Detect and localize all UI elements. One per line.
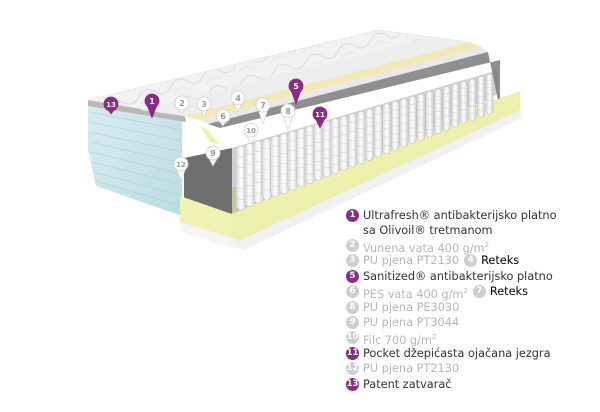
legend-number: 2: [346, 239, 359, 252]
marker-4: 4: [230, 90, 246, 113]
legend-item-12: 12 PU pjena PT2130: [346, 361, 600, 376]
legend-text: PU pjena PT2130: [363, 362, 460, 376]
legend-number: 11: [346, 346, 359, 360]
marker-circle: [243, 122, 259, 138]
legend-number: 6: [346, 285, 359, 299]
legend-text: PU pjena PE3030: [363, 300, 460, 314]
marker-12: 12: [173, 156, 189, 181]
legend-number: 10: [346, 331, 359, 345]
marker-label: 8: [285, 107, 291, 116]
marker-13: 13: [103, 96, 119, 115]
marker-circle: [288, 78, 304, 94]
marker-circle: [255, 97, 271, 113]
legend-text-line2: sa Olivoil® tretmanom: [363, 224, 493, 237]
marker-circle: [174, 95, 190, 111]
marker-circle: [230, 90, 246, 106]
legend-text: Patent zatvarač: [363, 377, 452, 391]
legend-text: Filc 700 g/m2: [363, 333, 437, 348]
legend-text: PU pjena PT3044: [363, 315, 460, 329]
legend-text: PU pjena PT2130: [363, 254, 460, 268]
legend-text: Vunena vata 400 g/m2: [363, 241, 490, 255]
marker-circle: [312, 106, 328, 122]
legend-number: 13: [346, 377, 359, 391]
marker-circle: [103, 96, 119, 112]
legend-item-5: 5 Sanitized® antibakterijsko platno: [346, 269, 600, 284]
marker-label: 3: [201, 100, 207, 109]
mattress-end-panel: [88, 103, 183, 216]
legend-text: Pocket džepićasta ojačana jezgra: [363, 346, 551, 360]
layer-dark-foam: [184, 148, 232, 214]
marker-9: 9: [205, 145, 221, 167]
legend-item-10: 10 Filc 700 g/m2: [346, 330, 600, 348]
legend-number: 5: [346, 269, 359, 283]
marker-label: 7: [260, 101, 266, 110]
legend-text: Sanitized® antibakterijsko platno: [363, 269, 553, 283]
marker-5: 5: [288, 78, 304, 105]
legend-number: 12: [346, 362, 359, 376]
marker-8: 8: [280, 103, 296, 131]
marker-11: 11: [312, 106, 328, 129]
layer-cover: [140, 38, 470, 116]
marker-circle: [173, 156, 189, 172]
marker-circle: [144, 93, 160, 109]
marker-label: 1: [149, 97, 155, 106]
marker-label: 4: [235, 94, 241, 103]
legend-text-extra: Reteks: [481, 254, 520, 268]
marker-label: 5: [293, 82, 299, 91]
marker-label: 2: [179, 99, 185, 108]
legend-item-11: 11 Pocket džepićasta ojačana jezgra: [346, 346, 600, 361]
marker-1: 1: [144, 93, 160, 119]
legend-item-13: 13 Patent zatvarač: [346, 377, 600, 392]
pocket-spring-core: [235, 73, 494, 211]
layer-front-foam: [180, 196, 232, 238]
marker-circle: [196, 96, 212, 112]
legend-number: 9: [346, 315, 359, 329]
marker-3: 3: [196, 96, 212, 117]
marker-label: 10: [246, 127, 256, 135]
legend-text: PES vata 400 g/m2: [363, 287, 468, 302]
legend-number: 1: [346, 209, 359, 222]
legend-number: 7: [472, 285, 486, 299]
marker-label: 6: [220, 112, 226, 121]
marker-circle: [280, 103, 296, 119]
layer-foam-top: [200, 47, 488, 124]
marker-10: 10: [243, 122, 259, 145]
marker-label: 13: [106, 101, 116, 109]
marker-6: 6: [215, 108, 231, 127]
marker-label: 12: [176, 161, 186, 169]
marker-label: 11: [315, 111, 325, 119]
legend-item-2: 2 Vunena vata 400 g/m2: [346, 238, 600, 255]
layer-yellow-foam: [200, 126, 220, 145]
legend-item-9: 9 PU pjena PT3044: [346, 315, 600, 330]
legend-number: 4: [464, 254, 478, 268]
legend-item-8: 8 PU pjena PE3030: [346, 300, 600, 315]
legend-number: 8: [346, 300, 359, 314]
marker-circle: [205, 145, 221, 161]
layer-front-white: [180, 222, 236, 250]
legend-number: 3: [346, 254, 359, 268]
marker-2: 2: [174, 95, 190, 114]
legend-text-extra: Reteks: [489, 285, 528, 299]
marker-label: 9: [210, 149, 216, 158]
marker-circle: [215, 108, 231, 124]
marker-7: 7: [255, 97, 271, 125]
